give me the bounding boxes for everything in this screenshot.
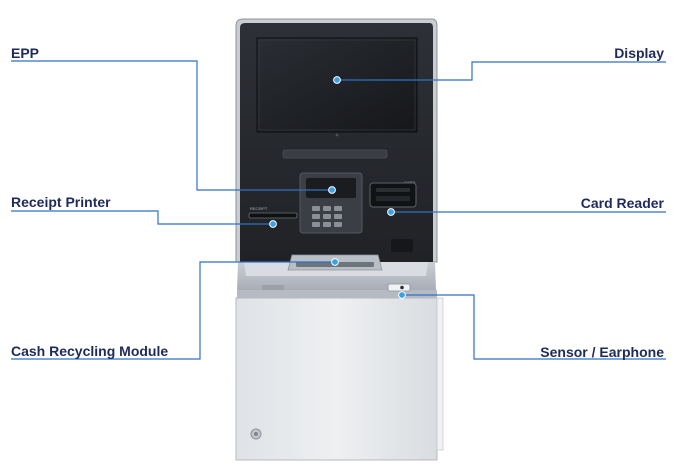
callout-leader-lines <box>11 60 666 360</box>
leader-line-epp <box>11 60 332 191</box>
epp-pinpad <box>299 172 363 234</box>
label-receipt-printer: Receipt Printer <box>11 194 111 210</box>
card-reader: CARD <box>369 180 417 252</box>
receipt-printer: RECEIPT <box>248 206 298 219</box>
cash-recycling-module <box>237 254 437 298</box>
dot-sensor-earphone <box>398 291 406 299</box>
leader-line-cash-recycling <box>11 261 335 360</box>
callout-dots <box>269 76 406 299</box>
sensor-earphone-jack <box>387 283 411 292</box>
label-sensor-earphone: Sensor / Earphone <box>540 344 664 360</box>
label-cash-recycling-module: Cash Recycling Module <box>11 343 169 359</box>
label-card-reader: Card Reader <box>580 195 664 211</box>
leader-line-display <box>337 61 666 81</box>
label-epp: EPP <box>11 45 40 61</box>
receipt-slot-text: RECEIPT <box>250 206 268 211</box>
atm-lower-cabinet <box>235 297 444 461</box>
dot-receipt-printer <box>269 220 277 228</box>
leader-line-receipt-printer <box>11 210 273 225</box>
label-display: Display <box>614 45 664 61</box>
dot-epp <box>328 186 336 194</box>
leader-line-sensor-earphone <box>402 294 666 360</box>
display-screen <box>256 37 418 159</box>
dot-display <box>333 76 341 84</box>
dot-cash-recycling <box>331 258 339 266</box>
dot-card-reader <box>387 208 395 216</box>
